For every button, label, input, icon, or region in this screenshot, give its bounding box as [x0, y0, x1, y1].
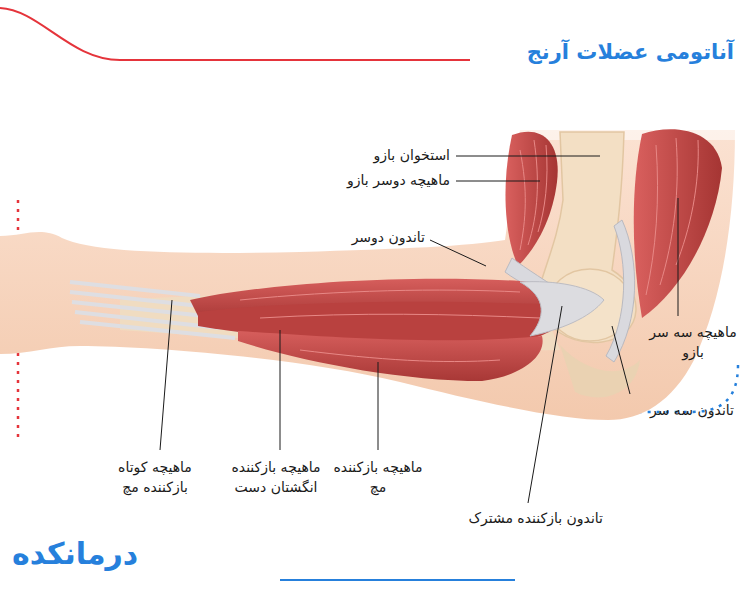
olecranon	[560, 345, 640, 397]
part-label: استخوان بازو	[300, 145, 450, 165]
biceps-muscle	[505, 132, 557, 266]
part-label: تاندون بازکننده مشترک	[405, 508, 603, 528]
extensor-muscle	[238, 331, 543, 381]
part-label: تاندون دوسر	[295, 227, 425, 247]
frame-line	[280, 579, 515, 581]
logo-watermark: درمانکده	[12, 532, 162, 576]
part-label: ماهیچه کوتاه بازکننده مچ	[96, 457, 214, 498]
arm-skin	[0, 130, 735, 420]
part-label: تاندون سه سر	[600, 400, 734, 420]
frame-line	[0, 8, 470, 60]
title: آناتومی عضلات آرنج	[527, 40, 734, 64]
muscle-fibres	[646, 138, 698, 295]
muscle-fibres	[240, 290, 540, 361]
leader-lines	[160, 156, 678, 503]
part-label: ماهیچه بازکننده مچ	[332, 457, 424, 498]
triceps-tendon	[606, 220, 635, 362]
part-label: ماهیچه بازکننده انگشتان دست	[212, 457, 340, 498]
part-label: ماهیچه دوسر بازو	[290, 170, 450, 190]
triceps-muscle	[634, 129, 722, 318]
part-label: ماهیچه سه سر بازو	[648, 322, 738, 363]
